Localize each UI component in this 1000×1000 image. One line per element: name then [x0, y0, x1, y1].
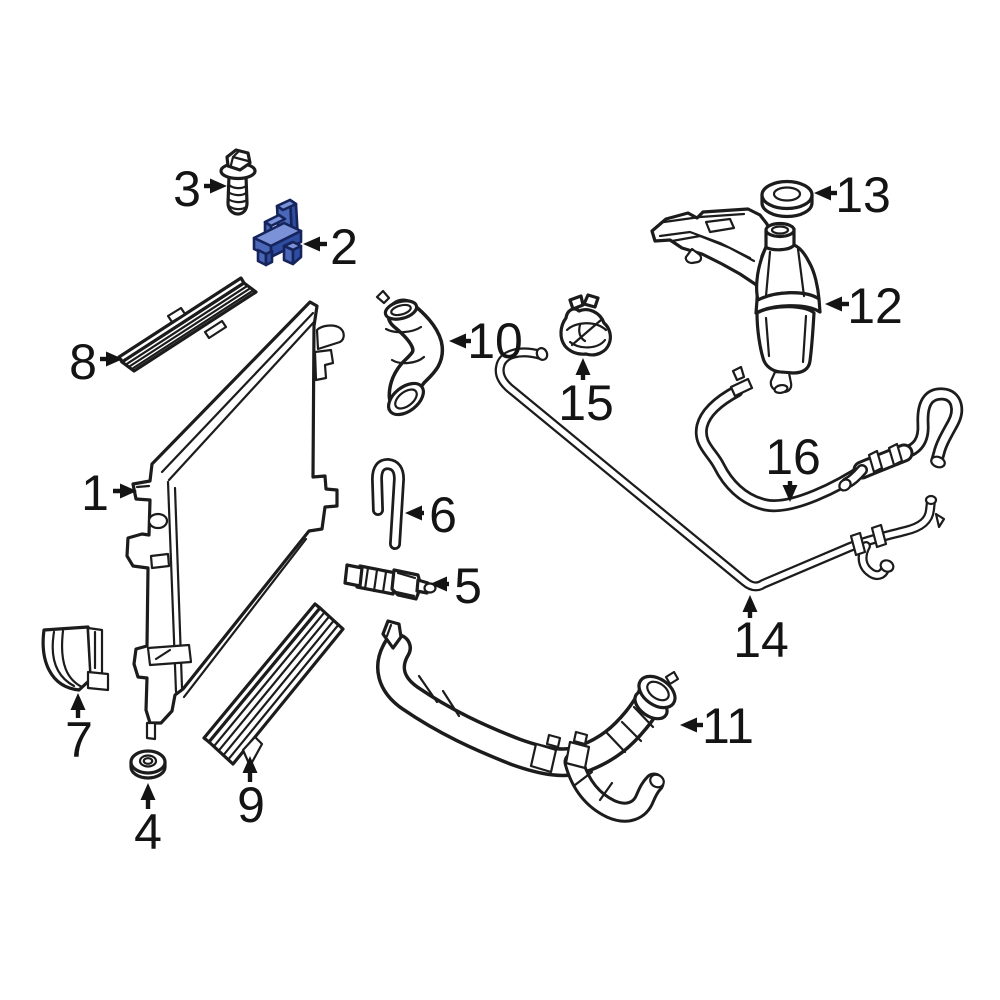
callout-7: 7 — [65, 693, 93, 768]
callout-10-label: 10 — [467, 313, 523, 369]
part-mount-bracket-highlighted — [252, 198, 303, 267]
callout-14-label: 14 — [733, 612, 789, 668]
part-upper-seal-strip — [117, 276, 258, 373]
callout-2-label: 2 — [330, 219, 358, 275]
callout-6: 6 — [405, 487, 457, 543]
part-drain-cock — [343, 563, 437, 601]
callout-4: 4 — [134, 783, 162, 860]
callout-3-label: 3 — [173, 161, 201, 217]
callout-3: 3 — [173, 161, 227, 217]
callout-13: 13 — [814, 167, 891, 223]
part-lower-seal-strip — [202, 602, 345, 768]
part-coolant-reservoir-tank — [650, 207, 822, 395]
callout-8-label: 8 — [69, 334, 97, 390]
callout-5: 5 — [430, 558, 482, 614]
callout-13-label: 13 — [835, 167, 891, 223]
part-upper-radiator-hose — [375, 289, 445, 417]
part-hex-flange-bolt — [219, 148, 257, 216]
callout-11: 11 — [680, 698, 754, 754]
callout-14: 14 — [733, 595, 789, 668]
part-reservoir-cap — [760, 179, 814, 219]
callout-4-label: 4 — [134, 804, 162, 860]
callout-11-label: 11 — [702, 698, 754, 754]
callout-16-label: 16 — [765, 429, 821, 485]
callout-6-label: 6 — [429, 487, 457, 543]
callout-1-label: 1 — [81, 465, 109, 521]
callout-16: 16 — [765, 429, 821, 502]
callout-10: 10 — [449, 313, 523, 369]
part-overflow-hose-short — [694, 365, 964, 513]
callout-12-label: 12 — [847, 278, 903, 334]
callout-9: 9 — [237, 756, 265, 833]
callout-7-label: 7 — [65, 712, 93, 768]
callout-12: 12 — [825, 278, 903, 334]
callout-9-label: 9 — [237, 777, 265, 833]
part-hook-clip — [371, 458, 405, 550]
part-air-deflector — [41, 625, 110, 692]
callout-5-label: 5 — [454, 558, 482, 614]
callout-15-label: 15 — [558, 375, 614, 431]
part-overflow-hose-long — [494, 347, 946, 592]
callout-2: 2 — [303, 219, 358, 275]
part-rubber-grommet — [129, 749, 167, 780]
part-lower-radiator-hose — [376, 619, 680, 823]
callout-8: 8 — [69, 334, 123, 390]
callout-1: 1 — [81, 465, 137, 521]
part-hose-clamp — [559, 293, 612, 357]
callout-15: 15 — [558, 358, 614, 431]
part-radiator — [125, 300, 345, 741]
